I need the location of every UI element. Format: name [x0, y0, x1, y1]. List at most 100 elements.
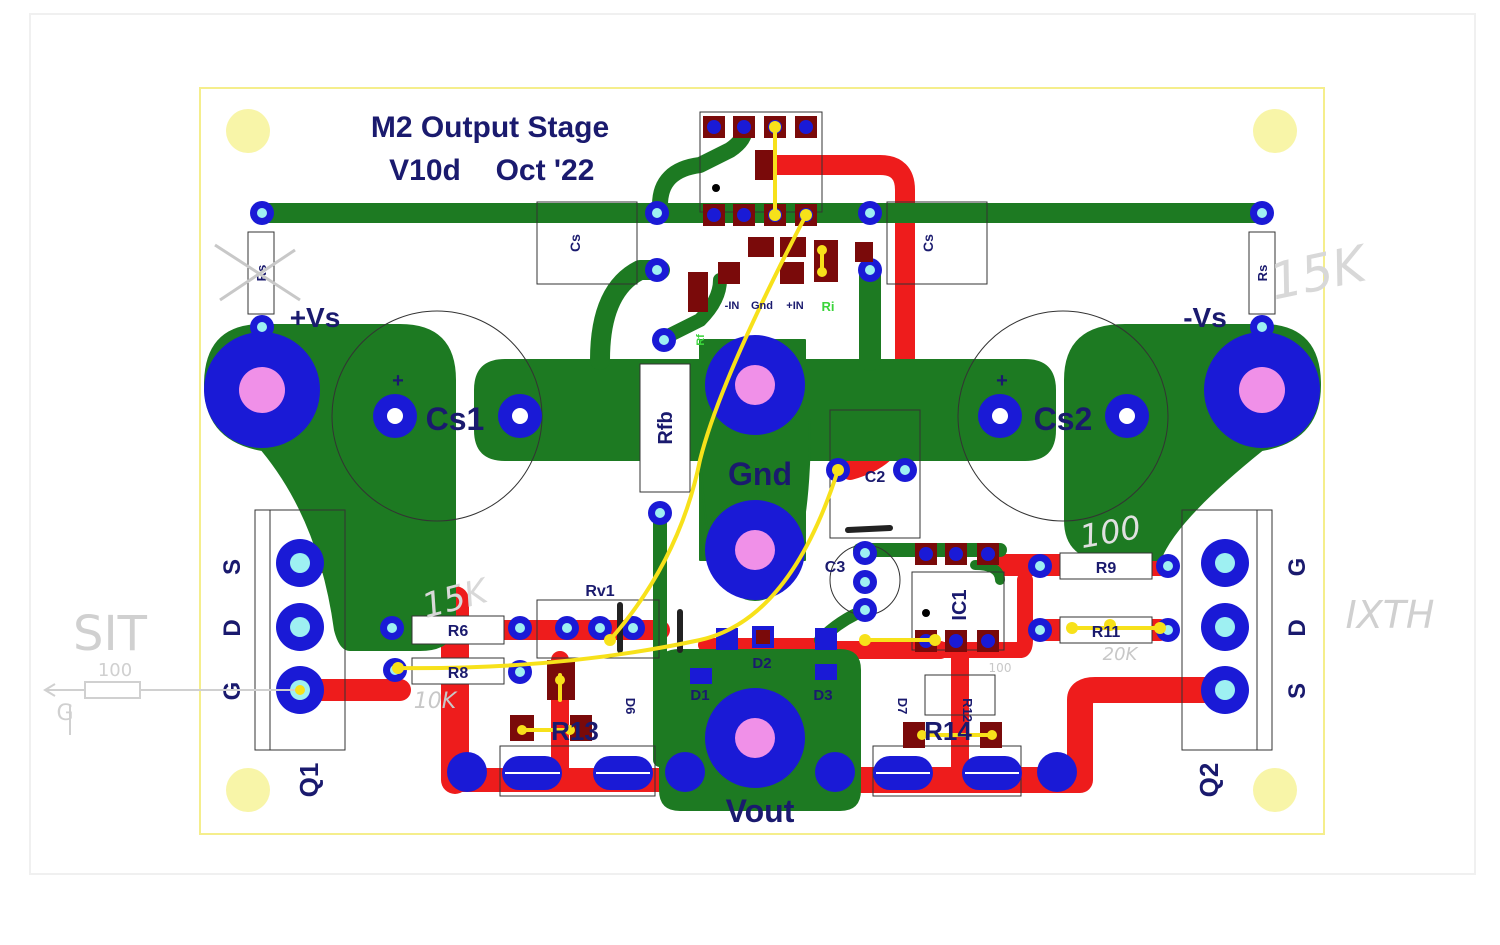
pad-q2-d [1201, 603, 1249, 651]
label-r12: R12 [960, 698, 975, 722]
pad-bottom-6 [873, 756, 933, 790]
board-version: V10d [389, 154, 461, 187]
label-d2: D2 [752, 655, 771, 672]
pad-bottom-3 [593, 756, 653, 790]
r9-outline [1059, 552, 1153, 580]
label-r11: R11 [1092, 624, 1121, 641]
label-vs-neg: -Vs [1183, 302, 1227, 333]
trace-ic1 [970, 560, 1005, 585]
label-d6: D6 [623, 698, 638, 715]
label-q1: Q1 [294, 763, 324, 798]
pad-q1-s [276, 539, 324, 587]
pad-r9-left [1028, 554, 1052, 578]
label-in-minus: -IN [725, 300, 740, 312]
mount-hole-top-right [1253, 109, 1297, 153]
smd-r13-right [570, 715, 592, 741]
cs-left-outline [536, 201, 638, 285]
pad-cs2-plus [978, 394, 1022, 438]
label-vout: Vout [726, 793, 795, 829]
smd-ic-top-1 [755, 150, 777, 180]
pad-r11-left [1028, 618, 1052, 642]
smd-rh-2 [855, 242, 873, 262]
label-r9: R9 [1096, 560, 1117, 577]
board-title: M2 Output Stage [371, 111, 609, 144]
rs-left-outline [247, 231, 275, 315]
label-gnd: Gnd [728, 456, 792, 492]
trace-ri [653, 273, 727, 347]
pad-r6-right [508, 616, 532, 640]
pad-rv1-2 [588, 616, 612, 640]
pad-rv1-1 [555, 616, 579, 640]
label-ri-green: Ri [822, 299, 835, 314]
pad-c3-c [853, 598, 877, 622]
rs-right-outline [1248, 231, 1276, 315]
mount-hole-top-left [226, 109, 270, 153]
heatsink-left-outline [499, 745, 656, 797]
ic-top-outline [699, 111, 823, 213]
label-q2-d: D [1284, 619, 1311, 636]
label-rf-green: Rf [695, 334, 707, 346]
pad-bottom-7 [962, 756, 1022, 790]
label-rv1: Rv1 [585, 583, 614, 600]
hand-r8-value: 10K [414, 689, 458, 714]
r6-outline [411, 615, 505, 645]
pad-q2-g [1201, 539, 1249, 587]
pad-c2-b [893, 458, 917, 482]
smd-rf-1 [748, 237, 774, 257]
board-date: Oct '22 [496, 154, 595, 187]
hand-q2-device: IXTH [1345, 593, 1434, 637]
label-vs-pos: +Vs [290, 302, 341, 333]
label-q1-d: D [219, 619, 246, 636]
label-r13: R13 [551, 716, 599, 746]
label-r14: R14 [924, 716, 972, 746]
pad-gnd [705, 335, 805, 435]
pad-q2-s [1201, 666, 1249, 714]
d1-pad-b [690, 668, 712, 684]
mounting-holes [226, 109, 1297, 812]
label-cs-left: Cs [567, 234, 583, 252]
small-pads [250, 201, 1274, 684]
label-ic1: IC1 [949, 589, 971, 620]
smd-r-left [688, 272, 708, 312]
pad-cs-left-b [645, 258, 669, 282]
label-rfb: Rfb [655, 411, 677, 444]
pad-cs-right-b [858, 258, 882, 282]
label-d7: D7 [895, 698, 910, 715]
r12-outline [924, 674, 996, 716]
pad-bottom-2 [502, 756, 562, 790]
pad-rail-left [250, 201, 274, 225]
jumper-long-left [608, 213, 808, 642]
label-c2: C2 [865, 469, 886, 486]
label-rs-right: Rs [1255, 265, 1270, 282]
label-q2: Q2 [1194, 763, 1224, 798]
label-r8: R8 [448, 665, 469, 682]
label-c3: C3 [825, 559, 846, 576]
pad-rfb-top [652, 328, 676, 352]
smd-r14-left [903, 722, 925, 748]
pad-r9-right [1156, 554, 1180, 578]
pad-bottom-1 [447, 752, 487, 792]
label-q2-g: G [1284, 558, 1311, 577]
pad-vout [705, 688, 805, 788]
pad-gnd-lower [705, 500, 805, 600]
cs-right-outline [886, 201, 988, 285]
label-d1: D1 [690, 687, 709, 704]
mount-hole-bottom-left [226, 768, 270, 812]
label-gnd-small: Gnd [751, 300, 773, 312]
pad-vs-left [204, 332, 320, 448]
d3-pad-b [815, 664, 837, 680]
rfb-outline [639, 363, 691, 493]
d-mark-3 [845, 525, 893, 533]
pad-bottom-5 [815, 752, 855, 792]
label-cs1-plus: + [392, 370, 404, 392]
q2-outline [1181, 509, 1273, 751]
label-cs2-plus: + [996, 370, 1008, 392]
pad-bottom-8 [1037, 752, 1077, 792]
label-q1-s: S [219, 559, 246, 575]
jumper-long-right [396, 468, 840, 671]
jumper-dots [295, 121, 1166, 740]
label-cs-right: Cs [920, 234, 936, 252]
d2-core [756, 630, 770, 644]
r8-outline [411, 657, 505, 685]
